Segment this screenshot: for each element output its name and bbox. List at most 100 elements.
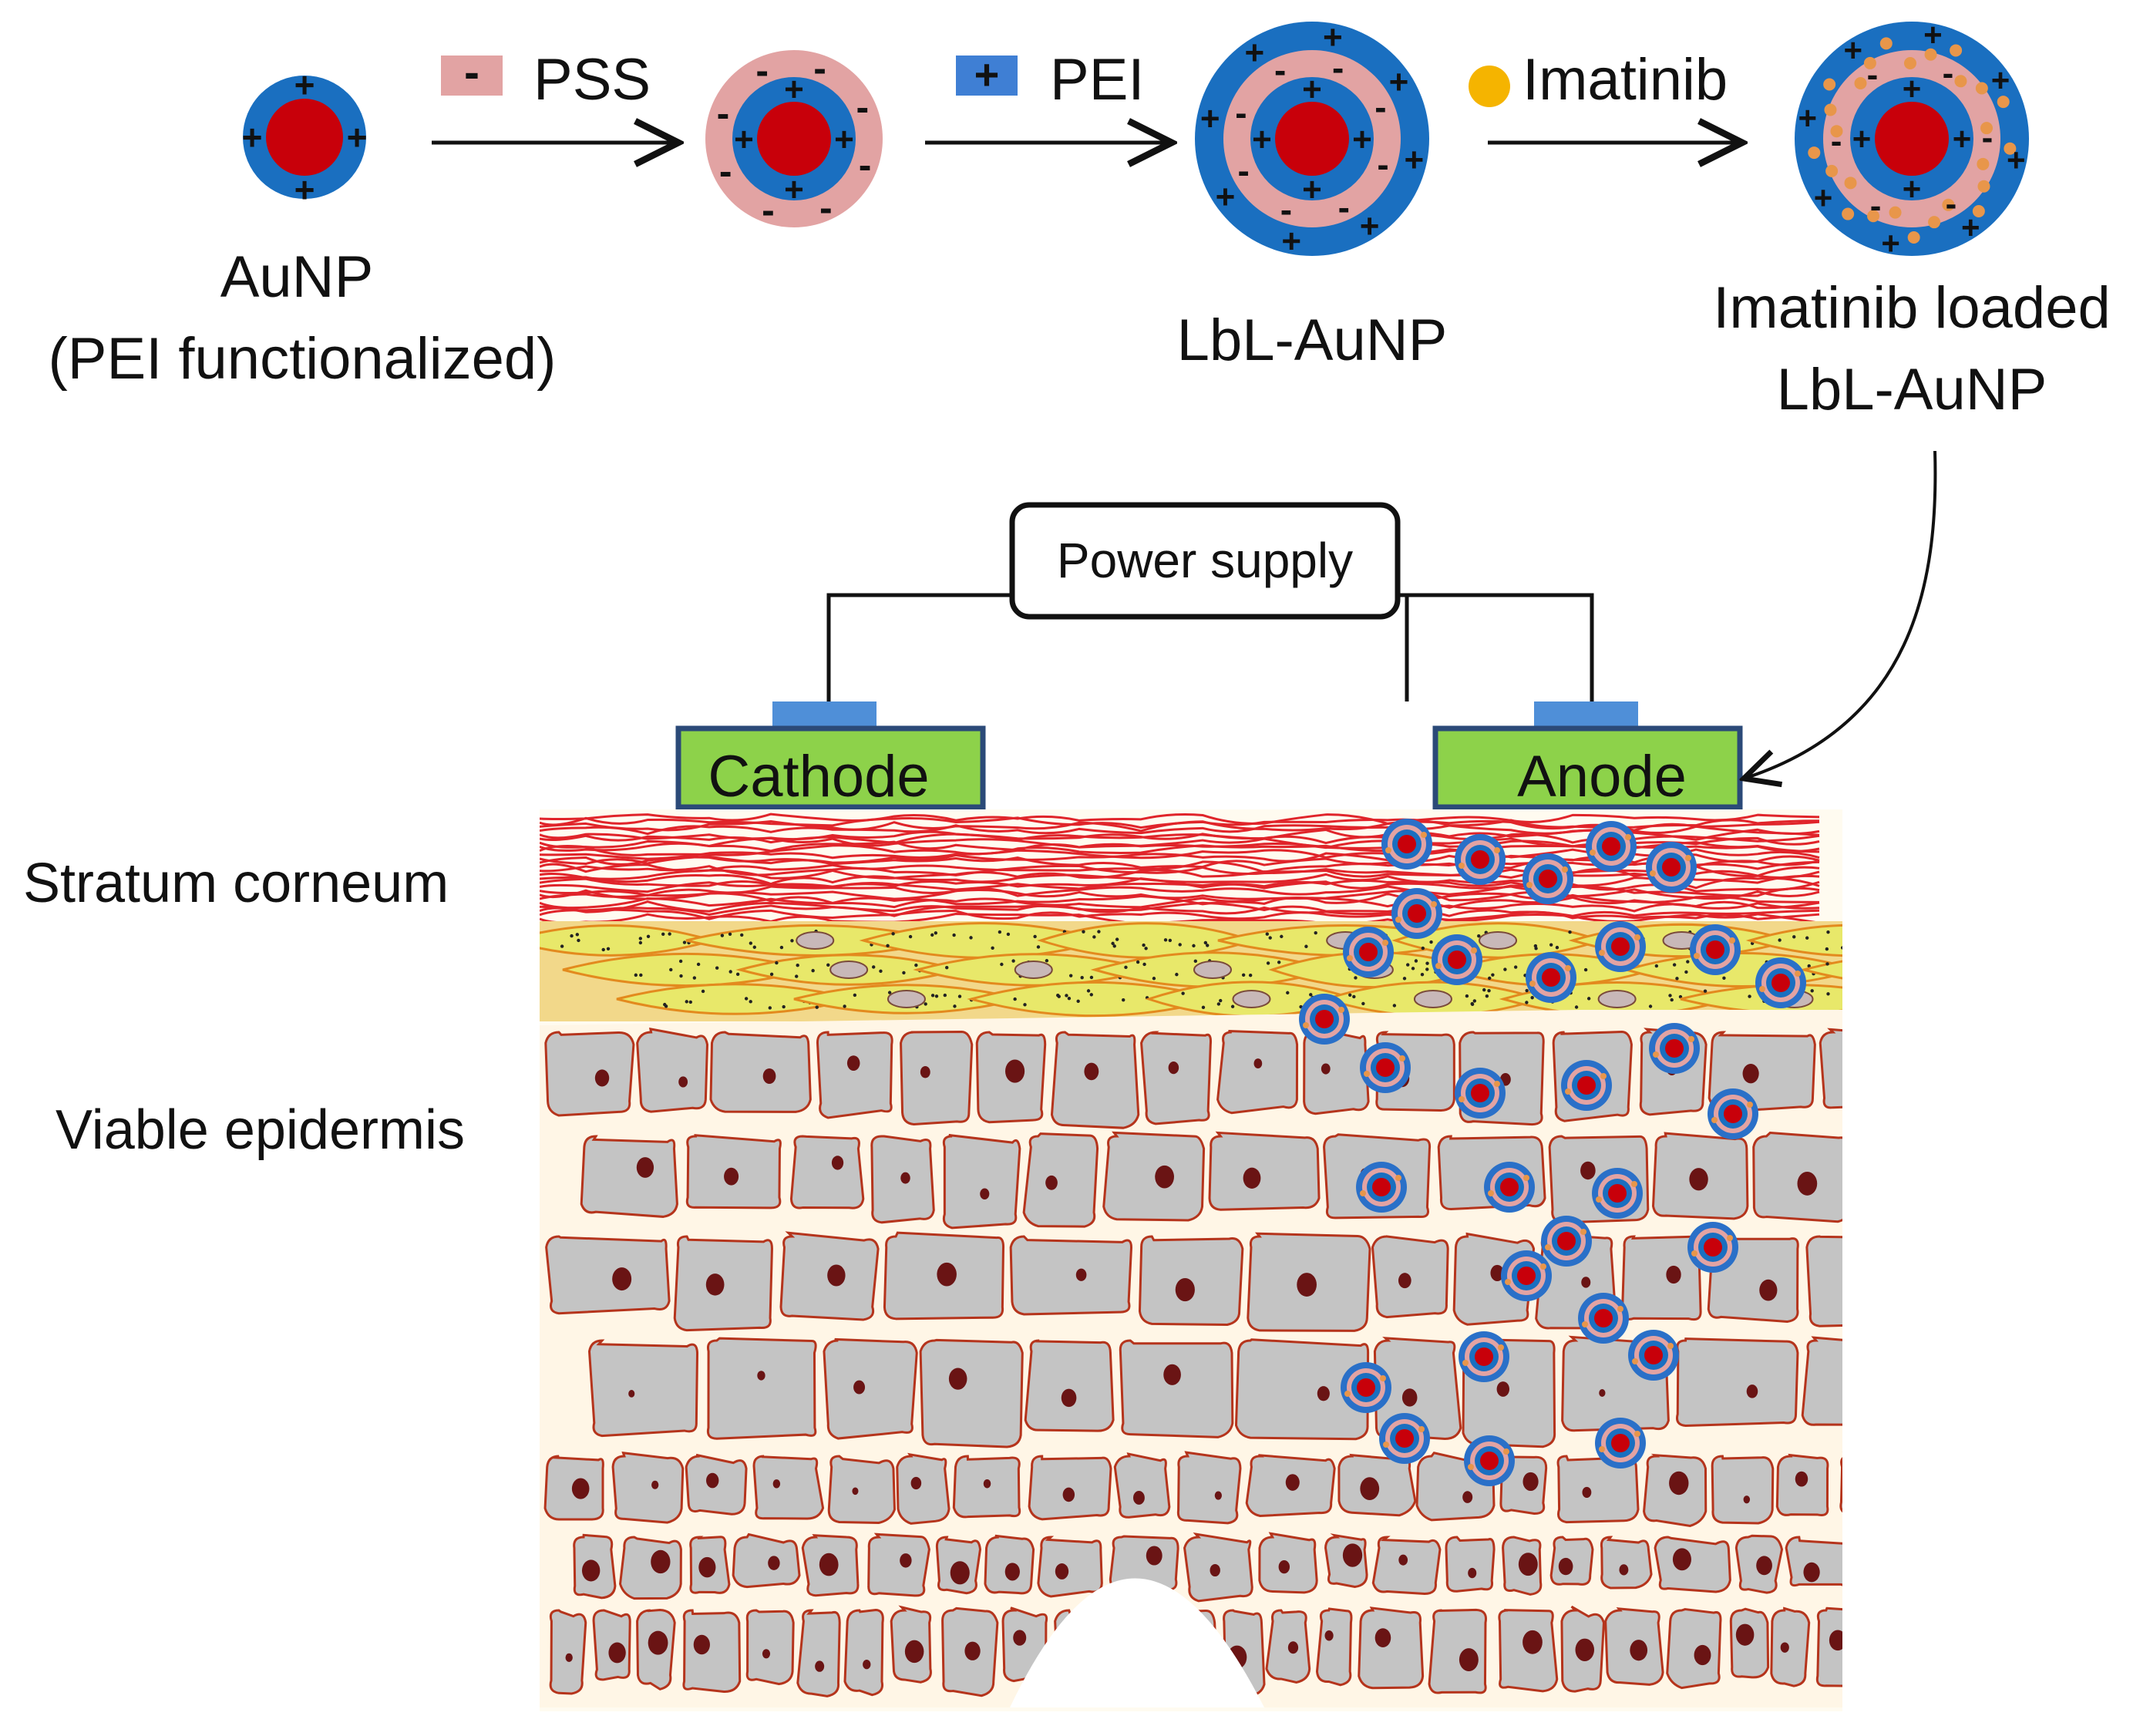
keratohyalin-granule: [1268, 936, 1272, 940]
keratohyalin-granule: [1411, 967, 1415, 971]
cell-nucleus: [1398, 1273, 1411, 1289]
skin-imatinib-dot: [1382, 940, 1388, 946]
keratohyalin-granule: [1178, 943, 1182, 947]
cell-nucleus: [1360, 1477, 1380, 1501]
keratohyalin-granule: [1421, 946, 1425, 950]
cell-nucleus: [900, 1553, 912, 1568]
skin-imatinib-dot: [1383, 1442, 1389, 1448]
cell-nucleus: [1163, 1364, 1181, 1385]
keratohyalin-granule: [1891, 991, 1894, 994]
cell-nucleus: [651, 1549, 671, 1574]
keratohyalin-granule: [902, 971, 906, 975]
cell-nucleus: [1278, 1559, 1290, 1574]
corneum-fiber: [540, 904, 1820, 917]
dermal-papilla-gap: [1010, 1578, 1264, 1707]
epidermal-cell: [580, 1135, 678, 1218]
keratohyalin-granule: [1870, 947, 1873, 950]
skin-imatinib-dot: [1667, 1343, 1674, 1349]
cell-nucleus: [1694, 1644, 1711, 1666]
skin-nanoparticle-core: [1665, 1039, 1684, 1058]
cell-nucleus: [594, 1069, 610, 1087]
epidermal-cell: [1102, 1131, 1206, 1222]
cell-nucleus: [900, 1172, 910, 1184]
keratohyalin-granule: [2061, 991, 2064, 994]
keratohyalin-granule: [826, 963, 830, 967]
positive-charge: +: [734, 120, 754, 158]
skin-imatinib-dot: [1617, 1306, 1623, 1312]
keratohyalin-granule: [1314, 930, 1317, 935]
keratohyalin-granule: [1825, 947, 1829, 951]
keratohyalin-granule: [1807, 964, 1811, 968]
keratohyalin-granule: [1530, 996, 1534, 1000]
imatinib-dot: [1844, 177, 1857, 190]
keratohyalin-granule: [663, 1002, 667, 1007]
epidermal-cell: [1805, 1235, 1842, 1327]
cell-nucleus: [1285, 1474, 1300, 1491]
cell-nucleus: [1581, 1277, 1591, 1288]
keratohyalin-granule: [790, 939, 794, 943]
keratohyalin-granule: [1304, 944, 1308, 948]
epidermal-cell: [1801, 1336, 1842, 1426]
epidermal-cell: [549, 1609, 587, 1695]
skin-imatinib-dot: [1338, 1007, 1344, 1013]
epidermal-cell: [611, 1451, 685, 1524]
imatinib-dot: [1977, 157, 1990, 170]
keratohyalin-granule: [1860, 962, 1863, 965]
keratohyalin-granule: [1000, 962, 1004, 967]
cell-nucleus: [1459, 1648, 1479, 1672]
keratohyalin-granule: [2031, 1006, 2034, 1009]
cell-nucleus: [1829, 1630, 1842, 1651]
negative-charge: -: [859, 143, 872, 187]
cell-nucleus: [1795, 1471, 1808, 1487]
skin-imatinib-dot: [1505, 1279, 1511, 1285]
epidermal-cell: [618, 1536, 682, 1600]
epidermal-cell: [1009, 1235, 1132, 1316]
keratohyalin-granule: [1097, 930, 1101, 934]
skin-nanoparticle-core: [1395, 1429, 1414, 1448]
cell-nucleus: [1582, 1486, 1592, 1499]
skin-imatinib-dot: [1498, 1344, 1504, 1351]
skin-imatinib-dot: [1727, 1235, 1733, 1241]
skin-nanoparticle-core: [1611, 937, 1630, 956]
positive-charge: +: [1961, 210, 1980, 246]
skin-imatinib-dot: [1347, 955, 1353, 961]
corneum-fiber: [540, 908, 1820, 921]
keratohyalin-granule: [782, 1004, 786, 1009]
anode-label: Anode: [1517, 744, 1687, 809]
skin-nanoparticle-core: [1517, 1267, 1536, 1285]
keratohyalin-granule: [1406, 963, 1410, 967]
cell-nucleus: [1133, 1491, 1145, 1505]
epidermal-cell: [1785, 1536, 1842, 1587]
pei-swatch: [956, 56, 1018, 96]
skin-imatinib-dot: [1562, 866, 1568, 873]
keratohyalin-granule: [1672, 963, 1677, 967]
imatinib-dot: [1808, 146, 1821, 160]
keratohyalin-granule: [1952, 999, 1955, 1002]
cell-nucleus: [1062, 1487, 1075, 1502]
particle-pss-coated: ++++--------: [705, 46, 883, 232]
keratohyalin-granule: [1865, 989, 1868, 992]
positive-charge: +: [1252, 120, 1272, 158]
keratohyalin-granule: [1265, 932, 1270, 936]
epidermal-cell: [1216, 1030, 1299, 1115]
cell-nucleus: [1462, 1491, 1473, 1503]
aunp-label: AuNP: [220, 244, 374, 310]
positive-charge: +: [1323, 19, 1343, 56]
keratohyalin-granule: [1862, 946, 1865, 949]
skin-nanoparticle-core: [1408, 904, 1426, 923]
negative-charge: -: [762, 189, 775, 232]
keratohyalin-granule: [1487, 989, 1491, 993]
keratohyalin-granule: [1080, 976, 1084, 980]
cell-nucleus: [1013, 1630, 1027, 1646]
cell-nucleus: [705, 1273, 725, 1296]
keratohyalin-granule: [796, 964, 799, 967]
skin-imatinib-dot: [1711, 1117, 1718, 1123]
epidermal-cell: [636, 1028, 708, 1113]
keratohyalin-granule: [1805, 936, 1809, 940]
keratohyalin-granule: [638, 937, 643, 940]
particle-lbl-aunp: ++++--------++++++++: [1195, 19, 1429, 261]
epidermal-cell: [1839, 1452, 1842, 1516]
cell-nucleus: [937, 1262, 957, 1287]
epidermal-cell: [1140, 1031, 1213, 1125]
keratohyalin-granule: [1056, 993, 1060, 998]
